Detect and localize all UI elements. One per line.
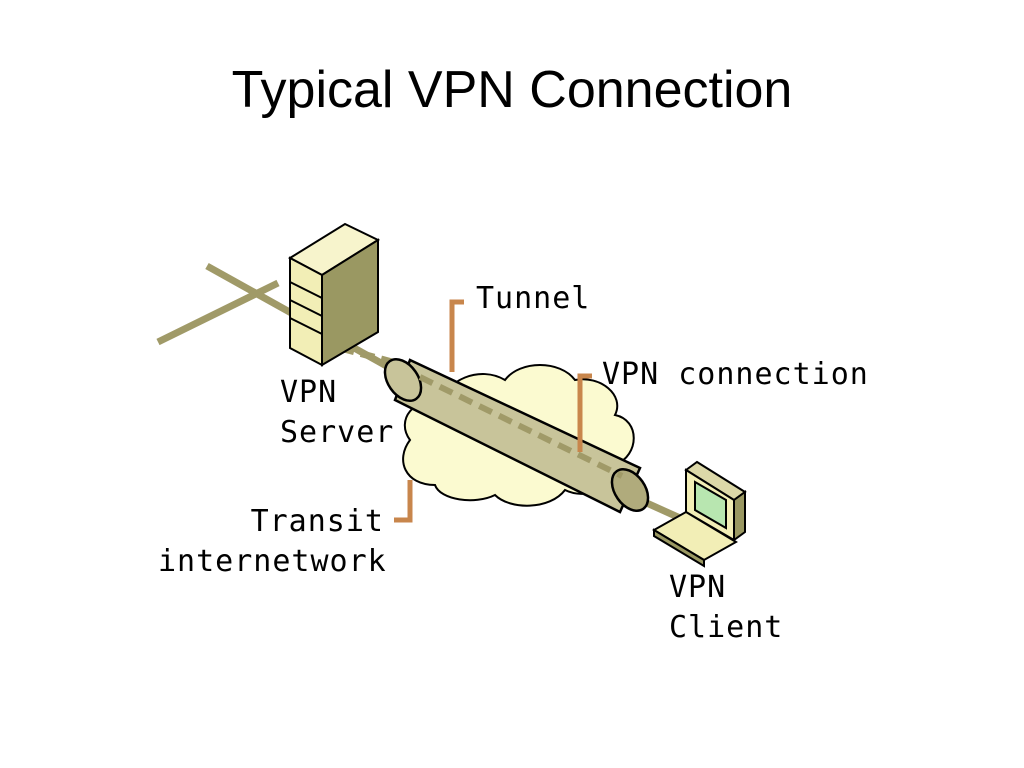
vpn-client-laptop-icon <box>652 460 747 568</box>
label-leaders <box>394 299 592 523</box>
vpn-server-label-line1: VPN <box>280 375 338 410</box>
vpn-client-label-line1: VPN <box>669 570 727 605</box>
transit-label-line2: internetwork <box>158 544 387 579</box>
tunnel-tube <box>383 358 650 514</box>
vpn-server-label-line2: Server <box>280 415 395 450</box>
slide-title: Typical VPN Connection <box>231 61 793 119</box>
vpn-client-label-line2: Client <box>669 610 784 645</box>
tunnel-label: Tunnel <box>476 281 591 316</box>
vpn-connection-label: VPN connection <box>602 357 869 392</box>
transit-label-line1: Transit <box>250 504 384 539</box>
vpn-server-icon <box>287 222 381 367</box>
